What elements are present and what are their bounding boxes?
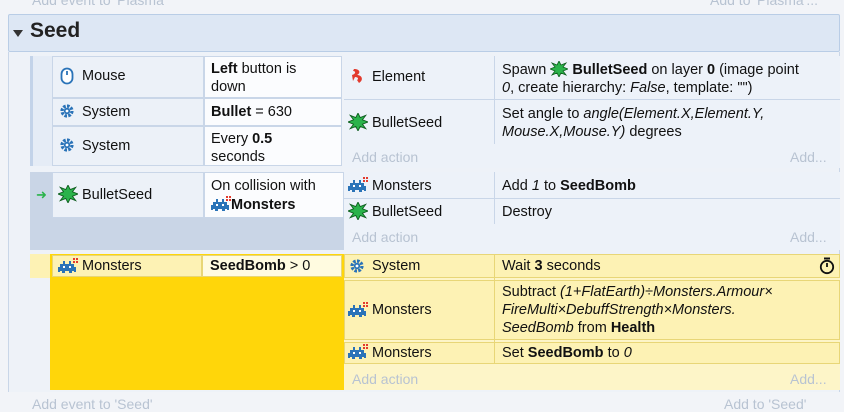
event3-cond-object-cell[interactable] xyxy=(52,255,202,277)
event1-cond3-object-cell[interactable] xyxy=(52,126,204,166)
event1-action-separator xyxy=(344,99,840,100)
collapse-triangle-icon[interactable] xyxy=(13,30,23,37)
event3-action2-text[interactable]: Subtract (1+FlatEarth)÷Monsters.Armour× … xyxy=(502,284,773,336)
event1-action1-text[interactable]: Spawn BulletSeed on layer 0 (image point… xyxy=(502,61,799,96)
event1-cond2-object: System xyxy=(82,104,131,120)
event3-action2-object: Monsters xyxy=(372,302,432,318)
sub-event-arrow-icon: ➜ xyxy=(36,187,47,202)
add-to-plasma-link[interactable]: Add to 'Plasma'... xyxy=(710,0,819,8)
monsters-icon xyxy=(58,258,78,274)
add-event-seed-link[interactable]: Add event to 'Seed' xyxy=(32,396,153,412)
event3-action1-row[interactable] xyxy=(344,254,840,278)
event2-cond-text-cell[interactable] xyxy=(204,172,344,218)
monsters-icon xyxy=(348,302,368,318)
monsters-icon xyxy=(211,196,231,212)
event1-add-action-link[interactable]: Add action xyxy=(352,149,419,165)
event1-action1-object: Element xyxy=(372,69,426,85)
event2-action1-object: Monsters xyxy=(372,178,432,194)
event2-cond-object-cell[interactable] xyxy=(52,172,204,218)
event3-action3-row[interactable] xyxy=(344,342,840,364)
bulletseed-icon xyxy=(58,185,78,203)
element-icon xyxy=(350,67,366,85)
event2-cond-object: BulletSeed xyxy=(82,187,153,203)
event1-action2-text[interactable]: Set angle to angle(Element.X,Element.Y, … xyxy=(502,106,765,140)
event2-action1-text[interactable]: Add 1 to SeedBomb xyxy=(502,178,636,194)
event1-action2-object: BulletSeed xyxy=(372,115,443,131)
event1-cond3-object: System xyxy=(82,138,131,154)
event2-action2-text[interactable]: Destroy xyxy=(502,204,552,220)
event3-action2-row[interactable] xyxy=(344,280,840,340)
event3-add-action-link[interactable]: Add action xyxy=(352,371,419,387)
event1-cond3-text: Every 0.5 seconds xyxy=(211,131,273,165)
bulletseed-icon xyxy=(348,202,368,220)
event1-cond2-text-cell[interactable] xyxy=(204,98,342,126)
gear-icon xyxy=(59,137,75,153)
event3-cond-object: Monsters xyxy=(82,258,142,274)
event3-action-divider xyxy=(494,254,495,364)
event3-action3-text[interactable]: Set SeedBomb to 0 xyxy=(502,345,632,361)
event2-actions-block[interactable] xyxy=(344,172,840,250)
group-header[interactable] xyxy=(8,14,840,52)
add-event-plasma-link[interactable]: Add event to 'Plasma' xyxy=(32,0,167,8)
event3-cond-text-cell[interactable] xyxy=(202,255,342,277)
bulletseed-icon xyxy=(348,113,368,131)
event1-cond1-object-cell[interactable] xyxy=(52,56,204,98)
event1-cond1-text-cell[interactable] xyxy=(204,56,342,98)
monsters-icon xyxy=(348,344,368,360)
event3-margin xyxy=(30,254,50,278)
event1-cond2-object-cell[interactable] xyxy=(52,98,204,126)
gear-icon xyxy=(59,103,75,119)
add-to-seed-link[interactable]: Add to 'Seed' xyxy=(724,396,807,412)
mouse-icon xyxy=(60,67,74,85)
event1-action-divider xyxy=(494,56,495,144)
bulletseed-icon xyxy=(550,61,569,77)
event2-cond-text: On collision with Monsters xyxy=(211,178,316,213)
event3-add-link[interactable]: Add... xyxy=(790,371,827,387)
event3-cond-text: SeedBomb > 0 xyxy=(210,258,311,274)
event3-action3-object: Monsters xyxy=(372,345,432,361)
event2-add-link[interactable]: Add... xyxy=(790,229,827,245)
event1-cond3-text-cell[interactable] xyxy=(204,126,342,166)
event2-action2-object: BulletSeed xyxy=(372,204,443,220)
timer-icon xyxy=(819,257,835,275)
monsters-icon xyxy=(348,177,368,193)
event1-cond1-text: Left button is down xyxy=(211,61,297,95)
event1-actions-block[interactable] xyxy=(344,56,840,168)
event2-add-action-link[interactable]: Add action xyxy=(352,229,419,245)
event1-add-link[interactable]: Add... xyxy=(790,149,827,165)
event1-cond1-object: Mouse xyxy=(82,68,126,84)
group-title: Seed xyxy=(30,19,81,42)
event3-action1-text[interactable]: Wait 3 seconds xyxy=(502,258,601,274)
event2-action-separator xyxy=(344,198,840,199)
event1-cond2-text: Bullet = 630 xyxy=(211,104,292,120)
gear-icon xyxy=(349,258,365,274)
event3-action1-object: System xyxy=(372,258,421,274)
